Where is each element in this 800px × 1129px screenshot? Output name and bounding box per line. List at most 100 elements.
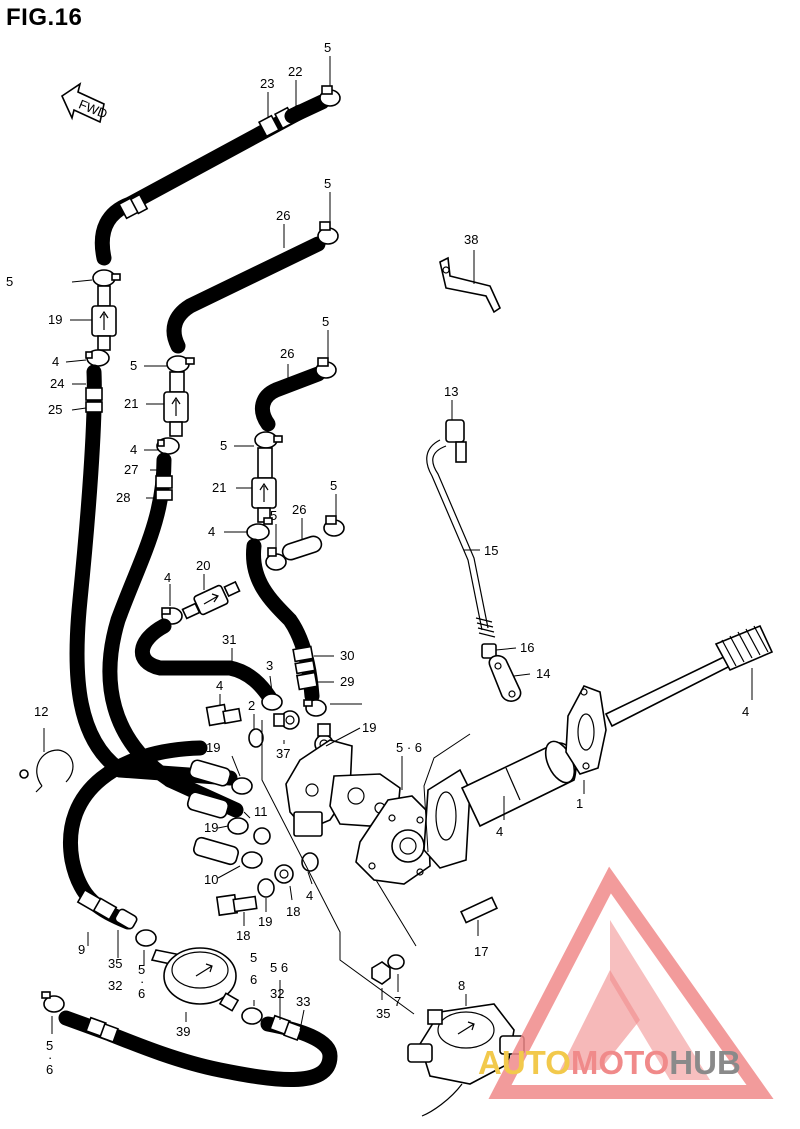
fwd-arrow-icon: FWD xyxy=(60,82,110,124)
hose-23 xyxy=(94,104,308,266)
filter-36 xyxy=(150,947,240,1012)
callout-5d: 5 xyxy=(130,358,137,373)
gasket-plate xyxy=(423,768,471,869)
watermark-hub: HUB xyxy=(669,1044,741,1081)
callout-19b: 37 xyxy=(276,746,290,761)
elbow-upper xyxy=(112,759,253,795)
callout-32b: 5 6 xyxy=(270,960,288,975)
callout-26b: 26 xyxy=(280,346,294,361)
callout-19a: 19 xyxy=(48,312,62,327)
callout-35b: 33 xyxy=(296,994,310,1009)
callout-34: 32 xyxy=(108,978,122,993)
filter-20 xyxy=(181,580,241,620)
clamp-5g xyxy=(323,515,345,537)
hose-22 xyxy=(284,94,330,124)
elbow-lower xyxy=(192,836,294,884)
callout-26a: 26 xyxy=(276,208,290,223)
stud-9 xyxy=(459,896,499,924)
callout-5b: 5 xyxy=(324,176,331,191)
filter-21-upper xyxy=(163,371,189,437)
callout-5c: 5 xyxy=(322,314,329,329)
clamp-4f xyxy=(303,699,327,717)
filter-19-top xyxy=(91,285,117,351)
clamp-4-left xyxy=(85,349,110,367)
banjo-19b xyxy=(273,710,300,730)
callout-19c: 19 xyxy=(362,720,376,735)
callout-30: 30 xyxy=(340,648,354,663)
fuel-pump-39 xyxy=(407,1003,525,1117)
callout-36: 39 xyxy=(176,1024,190,1039)
bracket-38 xyxy=(439,256,502,314)
callout-5-6d: 5·6 xyxy=(46,1038,53,1077)
callout-16: 16 xyxy=(520,640,534,655)
callout-3: 2 xyxy=(248,698,255,713)
callout-8: 7 xyxy=(394,994,401,1009)
clamp-5-6-lower-mid xyxy=(241,1007,263,1025)
watermark-text: AUTOMOTOHUB xyxy=(478,1044,741,1082)
callout-20: 20 xyxy=(196,558,210,573)
callout-37: 12 xyxy=(34,704,48,719)
callout-5h: 5 xyxy=(270,508,277,523)
callout-7: 35 xyxy=(376,1006,390,1021)
hose-26-middle xyxy=(254,366,326,432)
callout-29: 29 xyxy=(340,674,354,689)
clamp-5-6-lower-left xyxy=(135,929,157,947)
hose-35-left xyxy=(63,740,208,930)
pump-body-1 xyxy=(355,795,431,885)
washer-18b xyxy=(257,878,275,898)
callout-38: 38 xyxy=(464,232,478,247)
callout-19d: 11 xyxy=(254,804,268,819)
watermark-auto: AUTO xyxy=(478,1044,571,1081)
clamp-4c xyxy=(246,517,273,541)
callout-21b: 21 xyxy=(212,480,226,495)
washer-8 xyxy=(387,954,405,970)
callout-4c: 4 xyxy=(208,524,215,539)
callout-12: 4 xyxy=(742,704,749,719)
leader-lines xyxy=(43,56,753,1034)
callout-9: 17 xyxy=(474,944,488,959)
callout-5-6b: 5·6 xyxy=(138,962,145,1001)
hose-25 xyxy=(69,364,128,778)
callout-4g: 19 xyxy=(204,820,218,835)
bolt-2 xyxy=(205,703,242,727)
callout-35a: 9 xyxy=(78,942,85,957)
callout-10: 4 xyxy=(496,824,503,839)
callout-4e: 3 xyxy=(266,658,273,673)
callout-27: 27 xyxy=(124,462,138,477)
link-14 xyxy=(488,654,522,702)
callout-19e: 18 xyxy=(286,904,300,919)
clip-13 xyxy=(445,419,467,463)
callout-24: 24 xyxy=(50,376,64,391)
clamp-5-6-far-left xyxy=(41,991,65,1013)
callout-33: 32 xyxy=(270,986,284,1001)
callout-13: 13 xyxy=(444,384,458,399)
callout-23: 23 xyxy=(260,76,274,91)
hose-30 xyxy=(246,538,320,704)
callout-5a: 5 xyxy=(324,40,331,55)
cable-12 xyxy=(604,624,774,728)
callout-4d: 4 xyxy=(164,570,171,585)
callout-25: 25 xyxy=(48,402,62,417)
callout-5f: 5 xyxy=(6,274,13,289)
callout-14: 14 xyxy=(536,666,550,681)
callout-5-6a: 19 xyxy=(206,740,220,755)
watermark-logo xyxy=(488,866,774,1099)
hose-35-lower xyxy=(58,1010,338,1088)
hose-26-upper xyxy=(166,236,326,354)
clamp-5d xyxy=(166,355,195,373)
callout-5g: 5 xyxy=(330,478,337,493)
callout-22: 22 xyxy=(288,64,302,79)
callout-4a: 4 xyxy=(52,354,59,369)
callout-17: 18 xyxy=(236,928,250,943)
callout-15: 15 xyxy=(484,543,498,558)
callout-21a: 21 xyxy=(124,396,138,411)
hose-31 xyxy=(134,618,278,706)
callout-4h: 10 xyxy=(204,872,218,887)
watermark-moto: MOTO xyxy=(570,1044,670,1081)
nut-16 xyxy=(481,643,497,659)
callout-4b: 4 xyxy=(130,442,137,457)
callout-5e: 5 xyxy=(220,438,227,453)
shaft-10 xyxy=(460,740,577,828)
elbow-middle xyxy=(162,772,271,845)
